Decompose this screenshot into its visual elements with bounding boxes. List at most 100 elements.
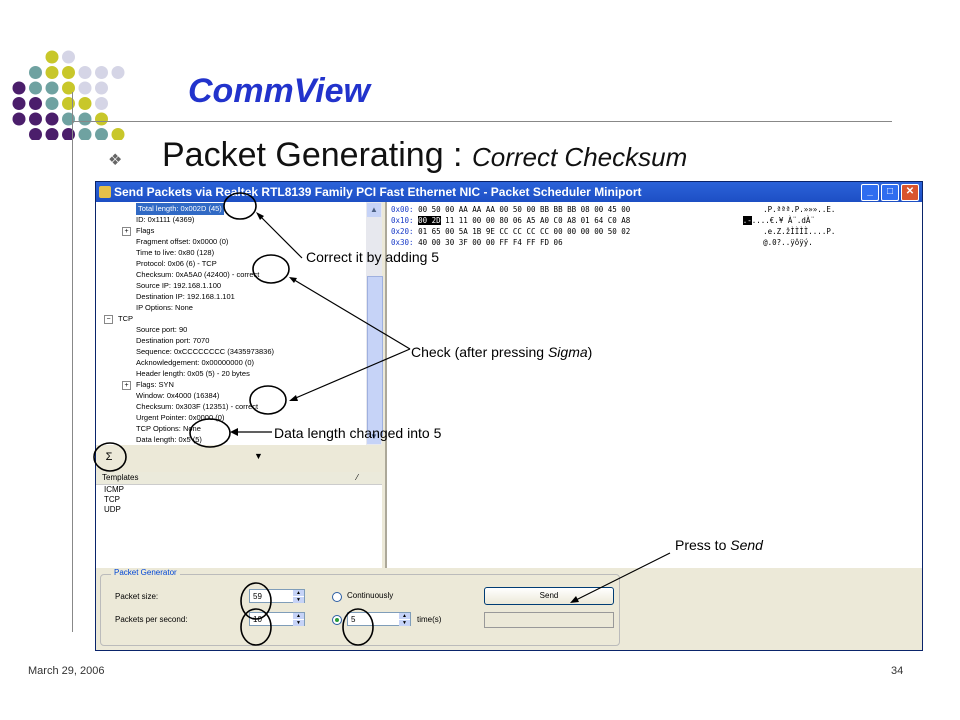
decorative-dot — [29, 112, 42, 126]
arrow-press-send — [571, 552, 671, 603]
expand-icon[interactable]: + — [122, 227, 131, 236]
decorative-dot — [29, 81, 42, 95]
packet-size-stepper[interactable]: 59 ▲ ▼ — [249, 589, 305, 603]
annotation-press-prefix: Press to — [675, 537, 731, 553]
pin-icon[interactable]: ⁄ — [356, 473, 358, 482]
annotation-check-prefix: Check (after pressing — [411, 344, 548, 360]
hex-row[interactable]: 0x10: 00 2D 11 11 00 00 80 06 A5 A0 C0 A… — [391, 215, 815, 226]
packet-generator-legend: Packet Generator — [111, 568, 180, 577]
tree-item[interactable]: Source port: 90 — [136, 325, 188, 334]
times-value: 5 — [351, 615, 356, 624]
annotation-press-send: Press to Send — [675, 537, 763, 553]
annotation-check: Check (after pressing Sigma) — [411, 344, 592, 360]
arrowhead-correct-it — [256, 212, 264, 220]
tree-item[interactable]: Urgent Pointer: 0x0000 (0) — [136, 413, 225, 422]
hex-row[interactable]: 0x20: 01 65 00 5A 1B 9E CC CC CC CC 00 0… — [391, 226, 835, 237]
annotation-check-suffix: ) — [587, 344, 593, 360]
hex-ascii: .e.Z.žÌÌÌÌ....P. — [763, 227, 836, 236]
hex-row[interactable]: 0x00: 00 50 00 AA AA AA 00 50 00 BB BB B… — [391, 204, 835, 215]
stepper-down-icon[interactable]: ▼ — [293, 597, 304, 603]
horizontal-divider — [72, 121, 892, 122]
template-item[interactable]: UDP — [104, 505, 121, 514]
tree-item[interactable]: Source IP: 192.168.1.100 — [136, 281, 222, 290]
stepper-down-icon[interactable]: ▼ — [399, 620, 410, 626]
decorative-dot — [62, 81, 75, 95]
close-button[interactable]: ✕ — [901, 184, 919, 201]
tree-item[interactable]: Flags — [136, 226, 155, 235]
tree-item[interactable]: Fragment offset: 0x0000 (0) — [136, 237, 229, 246]
minimize-button[interactable]: _ — [861, 184, 879, 201]
template-item[interactable]: ICMP — [104, 485, 124, 494]
window-title: Send Packets via Realtek RTL8139 Family … — [114, 185, 642, 199]
tree-item[interactable]: Flags: SYN — [136, 380, 174, 389]
send-button[interactable]: Send — [484, 587, 614, 605]
continuously-radio[interactable] — [332, 592, 342, 602]
tree-item[interactable]: Data length: 0x5 (5) — [136, 435, 202, 444]
hex-ascii: ....€.¥ À¨.dÀ¨ — [751, 216, 815, 225]
decorative-dot — [62, 66, 75, 79]
decorative-dot — [12, 97, 26, 110]
hex-editor[interactable]: 0x00: 00 50 00 AA AA AA 00 50 00 BB BB B… — [385, 202, 922, 568]
tree-item[interactable]: TCP — [118, 314, 133, 323]
slide-heading: Packet Generating : Correct Checksum — [162, 136, 687, 175]
window-titlebar[interactable]: Send Packets via Realtek RTL8139 Family … — [96, 182, 922, 202]
tree-item[interactable]: Sequence: 0xCCCCCCCC (3435973836) — [136, 347, 274, 356]
decorative-dot — [78, 112, 92, 126]
tree-item[interactable]: Window: 0x4000 (16384) — [136, 391, 220, 400]
decorative-dot — [29, 66, 42, 79]
tree-item[interactable]: Protocol: 0x06 (6) - TCP — [136, 259, 217, 268]
times-label: time(s) — [417, 615, 442, 624]
tree-scrollbar[interactable]: ▲ ▼ — [366, 202, 383, 445]
stepper-down-icon[interactable]: ▼ — [293, 620, 304, 626]
tree-item[interactable]: Checksum: 0x303F (12351) - correct — [136, 402, 259, 411]
hex-row[interactable]: 0x30: 40 00 30 3F 00 00 FF F4 FF FD 06 @… — [391, 237, 813, 248]
heading-main: Packet Generating : — [162, 136, 472, 174]
hex-bytes: 01 65 00 5A 1B 9E CC CC CC CC 00 00 00 0… — [418, 227, 631, 236]
bullet-icon: ❖ — [108, 152, 123, 169]
arrow-correct-it — [257, 213, 303, 259]
tree-item[interactable]: Checksum: 0xA5A0 (42400) - correct — [136, 270, 260, 279]
tree-item[interactable]: ID: 0x1111 (4369) — [136, 215, 195, 224]
heading-sub: Correct Checksum — [471, 142, 688, 172]
expand-icon[interactable]: + — [122, 381, 131, 390]
tree-item[interactable]: IP Options: None — [136, 303, 193, 312]
tree-item[interactable]: Destination IP: 192.168.1.101 — [136, 292, 235, 301]
tree-item[interactable]: TCP Options: None — [136, 424, 201, 433]
stepper-up-icon[interactable]: ▲ — [399, 613, 410, 619]
window-controls: _ □ ✕ — [861, 184, 919, 201]
stepper-up-icon[interactable]: ▲ — [293, 613, 304, 619]
decorative-dot — [62, 50, 75, 64]
times-stepper[interactable]: 5 ▲ ▼ — [347, 612, 411, 626]
decorative-dot — [12, 81, 26, 95]
tree-item[interactable]: Header length: 0x05 (5) - 20 bytes — [136, 369, 250, 378]
tree-item[interactable]: Total length: 0x002D (45) — [136, 203, 224, 215]
decorative-dot — [95, 112, 108, 126]
sigma-button[interactable]: Σ — [105, 451, 113, 463]
decorative-dot — [78, 97, 92, 110]
times-radio[interactable] — [332, 615, 342, 625]
tree-item[interactable]: Acknowledgement: 0x00000000 (0) — [136, 358, 254, 367]
scroll-up-icon[interactable]: ▲ — [367, 203, 381, 217]
decorative-dot — [45, 128, 59, 140]
stepper-up-icon[interactable]: ▲ — [293, 590, 304, 596]
tree-item[interactable]: Time to live: 0x80 (128) — [136, 248, 215, 257]
hex-address: 0x10: — [391, 216, 414, 225]
decorative-dot — [78, 128, 92, 140]
decorative-dot — [29, 97, 42, 110]
scroll-down-icon[interactable]: ▼ — [367, 430, 381, 444]
tree-item[interactable]: Destination port: 7070 — [136, 336, 210, 345]
maximize-button[interactable]: □ — [881, 184, 899, 201]
arrowhead-data-length — [230, 428, 238, 436]
collapse-icon[interactable]: − — [104, 315, 113, 324]
packet-field-tree[interactable]: Total length: 0x002D (45)ID: 0x1111 (436… — [96, 202, 366, 445]
circle-total-length — [223, 192, 257, 220]
template-item[interactable]: TCP — [104, 495, 120, 504]
vertical-divider — [72, 92, 73, 632]
dropdown-arrow-icon[interactable]: ▼ — [254, 451, 263, 461]
footer-date: March 29, 2006 — [28, 665, 105, 677]
decorative-dot — [95, 66, 108, 79]
packet-size-value: 59 — [253, 592, 262, 601]
arrowhead-press-send — [570, 596, 579, 603]
